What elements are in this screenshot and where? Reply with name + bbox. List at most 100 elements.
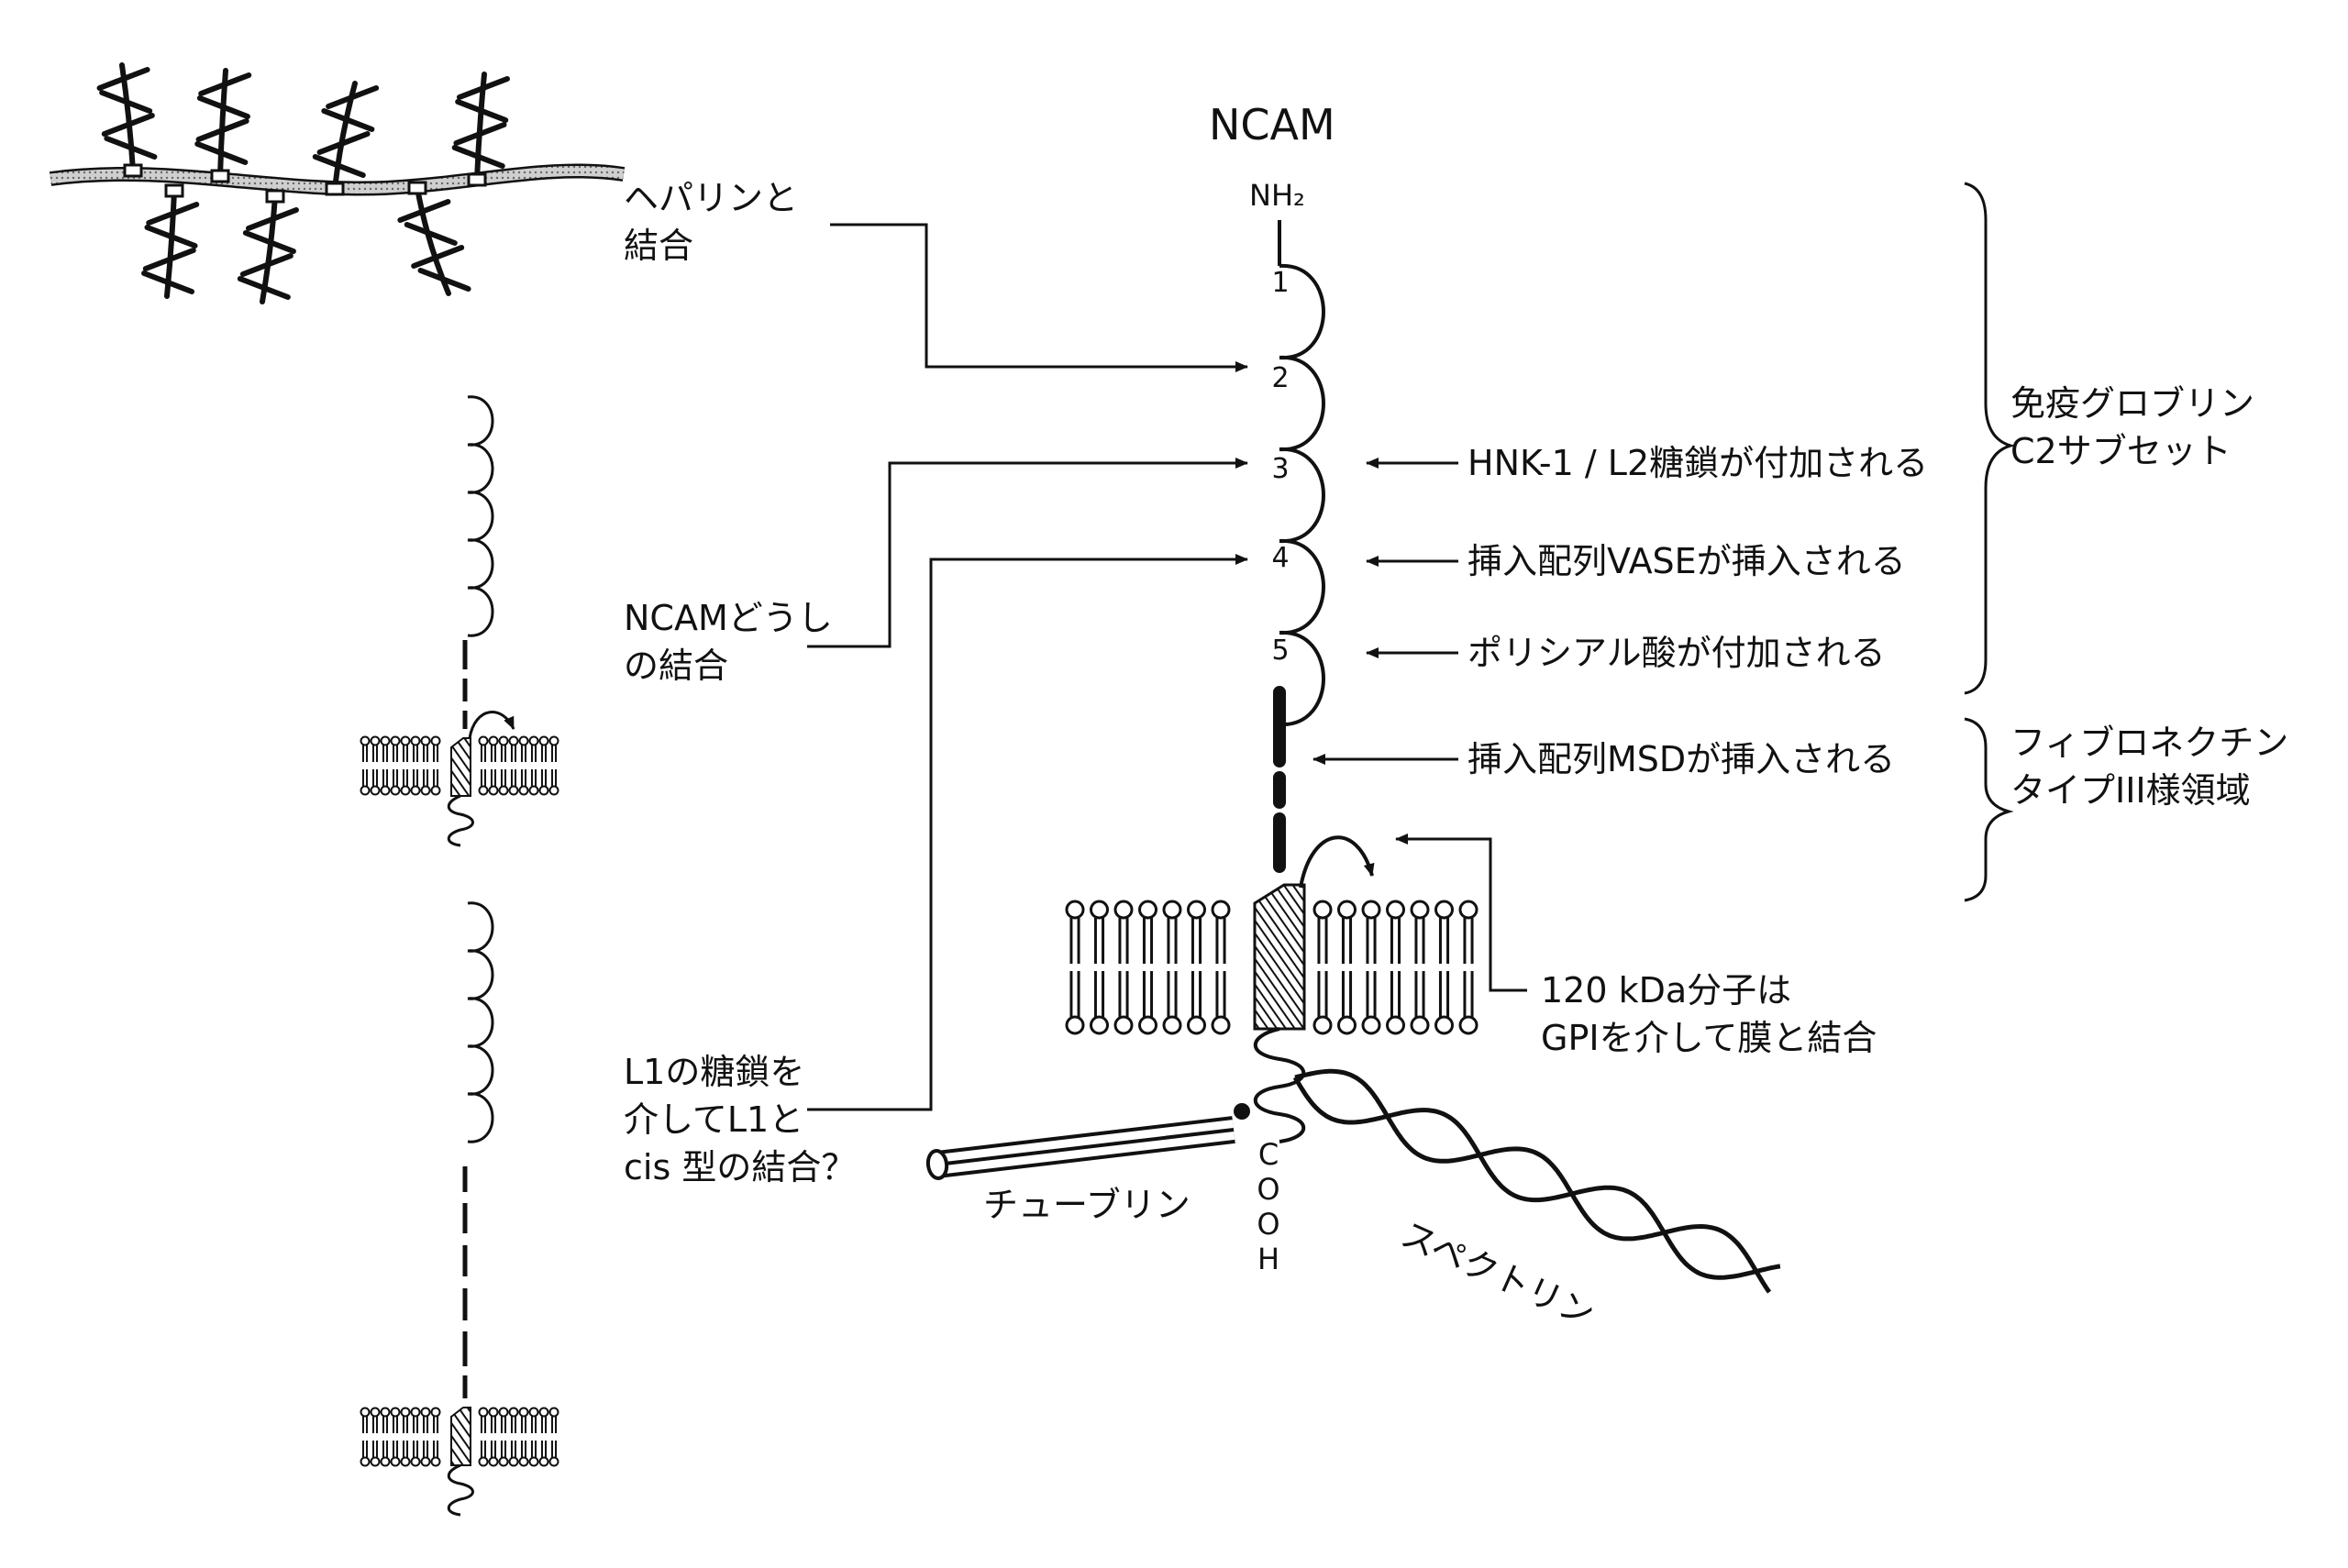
gag-branch xyxy=(453,122,507,146)
gag-branch xyxy=(101,113,155,137)
gag-attachment xyxy=(407,181,427,195)
lipid-head xyxy=(488,1407,499,1418)
lipid-head xyxy=(1113,900,1134,920)
lipid-head xyxy=(390,785,401,796)
gag-branch xyxy=(316,131,371,155)
ig-domain-loop xyxy=(467,395,494,447)
lipid-head xyxy=(430,735,441,746)
lipid-head xyxy=(1386,1015,1405,1035)
lipid-head xyxy=(1090,900,1109,920)
gag-branch xyxy=(237,276,291,300)
ig-domain-loop xyxy=(1279,538,1325,635)
lipid-head xyxy=(1065,1015,1085,1035)
lipid-head xyxy=(410,785,421,796)
lipid-head xyxy=(420,1407,431,1418)
lipid-head xyxy=(410,735,421,746)
lipid-head xyxy=(548,735,559,746)
ncam-isoform-gpi-small xyxy=(447,901,494,1517)
lipid-head xyxy=(430,1456,441,1467)
lipid-head xyxy=(498,785,509,796)
lipid-head xyxy=(528,785,539,796)
lipid-head xyxy=(1410,1015,1430,1035)
ig-domain-loop xyxy=(467,949,494,1000)
lipid-head xyxy=(528,1456,539,1467)
lipid-head xyxy=(360,1456,371,1467)
gag-branch xyxy=(242,230,296,254)
heparin-binding-label: ヘパリンと結合 xyxy=(624,178,799,266)
lipid-head xyxy=(1162,900,1182,920)
lipid-head xyxy=(1434,1015,1454,1035)
lipid-head xyxy=(498,735,509,746)
lipid-head xyxy=(1138,1015,1157,1035)
lipid-head xyxy=(420,785,431,796)
lipid-head xyxy=(430,1407,441,1418)
gag-branch xyxy=(411,245,465,269)
lipid-head xyxy=(400,1456,411,1467)
lipid-head xyxy=(508,785,519,796)
lipid-head xyxy=(488,735,499,746)
lipid-head xyxy=(518,785,529,796)
leader-lines xyxy=(807,223,1527,1111)
lipid-head xyxy=(1113,1015,1134,1035)
polysialic-acid-label: ポリシアル酸が付加される xyxy=(1468,633,1886,673)
lipid-head xyxy=(548,785,559,796)
ig-domain-loop xyxy=(467,901,494,953)
c-terminus-label: C O O H xyxy=(1257,1137,1280,1276)
ig-domain-loop xyxy=(467,491,494,542)
lipid-head xyxy=(380,1456,391,1467)
lipid-head xyxy=(370,1407,381,1418)
palmitoylation-dot xyxy=(1234,1103,1250,1120)
gag-branch xyxy=(141,271,195,294)
lipid-head xyxy=(548,1456,559,1467)
domain-braces xyxy=(1964,182,2016,902)
lipid-head xyxy=(518,1407,529,1418)
lipid-bilayer-small xyxy=(360,1407,559,1467)
tubulin-fibre xyxy=(925,1116,1235,1180)
lipid-head xyxy=(1361,1015,1381,1035)
lipid-head xyxy=(390,735,401,746)
vase-label: 挿入配列VASEが挿入される xyxy=(1468,541,1906,581)
n-terminus-label: NH₂ xyxy=(1249,178,1305,213)
transmembrane-segment xyxy=(1253,883,1306,1031)
gag-branch xyxy=(417,268,471,292)
lipid-head xyxy=(360,785,371,796)
fn-brace xyxy=(1964,717,2014,902)
gag-attachment xyxy=(265,189,285,204)
gag-branch xyxy=(397,199,451,223)
gag-branch xyxy=(144,225,198,248)
gag-attachment xyxy=(123,163,143,178)
lipid-head xyxy=(488,785,499,796)
lipid-bilayer xyxy=(1065,900,1479,1035)
spectrin-strand-a xyxy=(1292,1076,1781,1280)
lipid-head xyxy=(380,1407,391,1418)
lipid-head xyxy=(548,1407,559,1418)
ig-domain-loop xyxy=(467,1044,494,1096)
diagram-title: NCAM xyxy=(1209,100,1335,149)
ncam-isoform-transmembrane-small xyxy=(447,395,515,847)
ig-domain-loop xyxy=(1279,355,1325,452)
gag-attachment xyxy=(164,183,184,198)
lipid-head xyxy=(508,1456,519,1467)
domain-number-2: 2 xyxy=(1271,362,1290,394)
lipid-head xyxy=(360,1407,371,1418)
gag-branch xyxy=(245,207,299,231)
gag-branch xyxy=(195,118,249,142)
gag-branch xyxy=(312,154,366,178)
lipid-head xyxy=(390,1407,401,1418)
spectrin-fibre xyxy=(1292,1068,1781,1294)
lipid-head xyxy=(1434,900,1454,920)
lipid-head xyxy=(538,785,549,796)
ig-domain-loop xyxy=(1279,447,1325,544)
lipid-head xyxy=(498,1407,509,1418)
lipid-head xyxy=(1337,1015,1357,1035)
lipid-head xyxy=(410,1456,421,1467)
lipid-head xyxy=(1458,1015,1479,1035)
ig-domain-loop xyxy=(467,538,494,590)
lipid-head xyxy=(478,785,489,796)
lipid-head xyxy=(478,735,489,746)
gag-branch xyxy=(146,202,200,226)
lipid-head xyxy=(1312,1015,1333,1035)
gag-branch xyxy=(194,141,249,165)
